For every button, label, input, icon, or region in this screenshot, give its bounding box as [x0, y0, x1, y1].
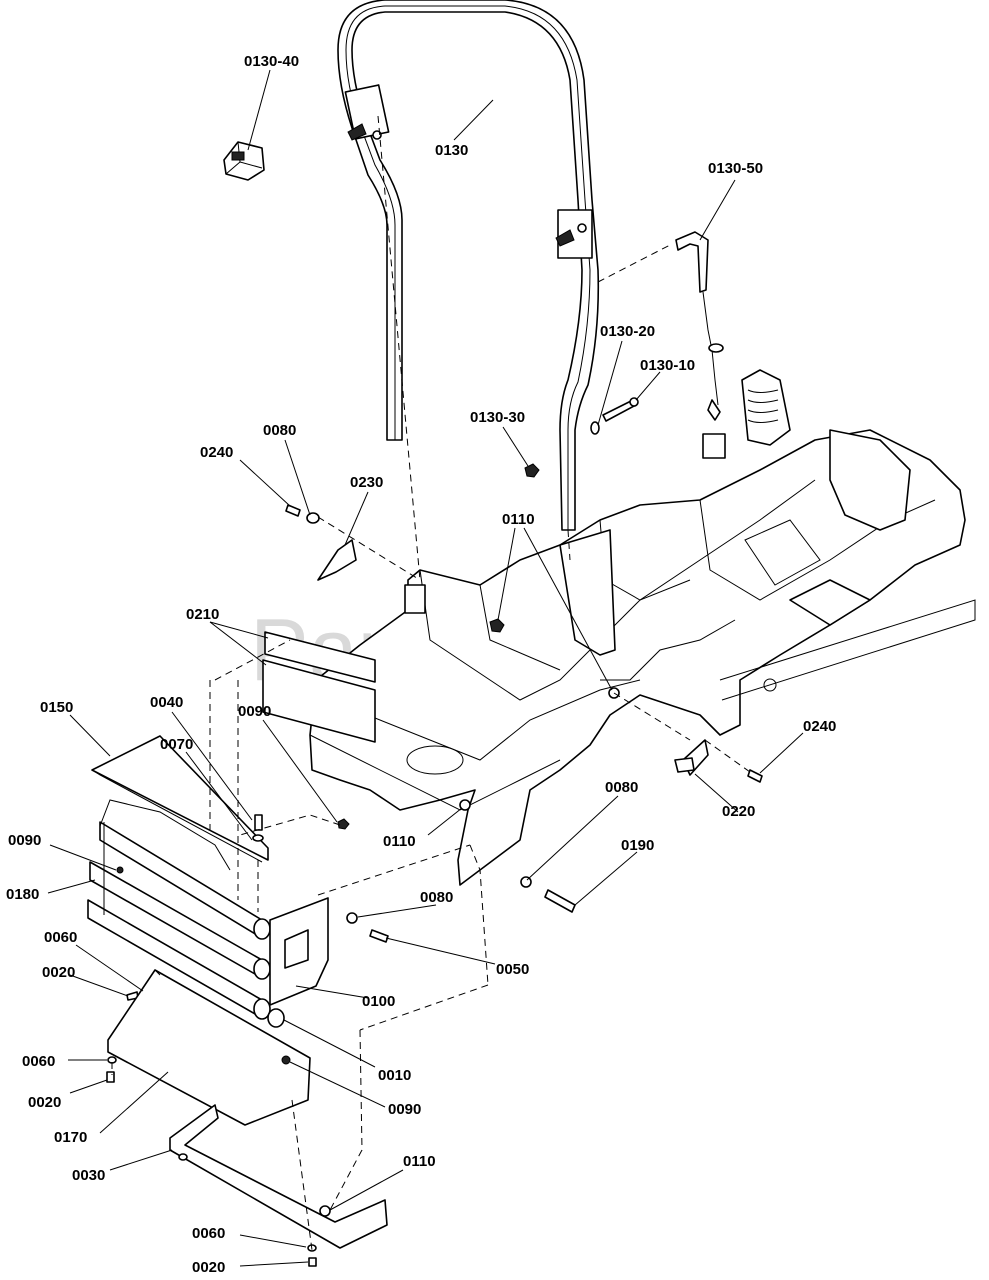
washer-0130-20 — [590, 421, 600, 435]
callout-0170: 0170 — [54, 1129, 87, 1146]
bracket-0220 — [674, 739, 709, 776]
callout-0100: 0100 — [362, 993, 395, 1010]
callout-0060-c: 0060 — [192, 1225, 225, 1242]
decals-0210 — [262, 631, 376, 743]
callout-0110-mid: 0110 — [383, 833, 416, 850]
pin-0130-10 — [602, 397, 639, 422]
bolt-0190 — [520, 876, 576, 913]
bolt-0240-left — [285, 504, 320, 524]
callout-0130-40: 0130-40 — [244, 53, 299, 70]
knob-0130-40 — [223, 141, 265, 181]
callout-0180: 0180 — [6, 886, 39, 903]
nut-0090-mid — [337, 818, 350, 830]
callout-0230: 0230 — [350, 474, 383, 491]
nut-0110-upper — [489, 618, 505, 633]
callout-0130-10: 0130-10 — [640, 357, 695, 374]
callout-0150: 0150 — [40, 699, 73, 716]
assembly-lines — [111, 115, 751, 1251]
callout-0090-left: 0090 — [8, 832, 41, 849]
callout-0220: 0220 — [722, 803, 755, 820]
callout-0080-mid: 0080 — [605, 779, 638, 796]
callout-0130-50: 0130-50 — [708, 160, 763, 177]
callout-0080-low: 0080 — [420, 889, 453, 906]
mount-plate-0170 — [107, 969, 311, 1126]
callout-0210: 0210 — [186, 606, 219, 623]
callout-0060-a: 0060 — [44, 929, 77, 946]
bolt-0040 — [252, 814, 264, 842]
nut-0090-bumper — [116, 866, 124, 874]
bumper-stop-0010 — [267, 1008, 285, 1028]
callout-0040: 0040 — [150, 694, 183, 711]
callout-0020-c: 0020 — [192, 1259, 225, 1276]
pin-0130-50 — [675, 231, 724, 421]
callout-0010: 0010 — [378, 1067, 411, 1084]
callout-0240-right: 0240 — [803, 718, 836, 735]
callout-0030: 0030 — [72, 1167, 105, 1184]
leader-lines — [47, 69, 804, 1267]
callout-labels: 0130-40 0130 0130-50 0130-20 0130-10 013… — [6, 53, 836, 1276]
side-plate-0100 — [269, 897, 329, 1006]
nut-0130-30 — [524, 463, 540, 478]
hardware-0020-0060-b — [106, 1056, 117, 1083]
callout-0110-low: 0110 — [403, 1153, 436, 1170]
lower-bracket-0030 — [169, 1104, 388, 1249]
nut-0110-mid — [459, 799, 471, 811]
callout-0050: 0050 — [496, 961, 529, 978]
bumper-0180 — [87, 799, 271, 1020]
bolt-0240-right — [747, 769, 763, 783]
callout-0190: 0190 — [621, 837, 654, 854]
callout-0090-low: 0090 — [388, 1101, 421, 1118]
callout-0110-top: 0110 — [502, 511, 535, 528]
roll-bar-0130 — [337, 0, 600, 531]
callout-0080-top: 0080 — [263, 422, 296, 439]
callout-0130-20: 0130-20 — [600, 323, 655, 340]
bracket-0230 — [317, 539, 357, 581]
callout-0130: 0130 — [435, 142, 468, 159]
callout-0070: 0070 — [160, 736, 193, 753]
bolt-0050 — [346, 912, 389, 943]
callout-0020-b: 0020 — [28, 1094, 61, 1111]
callout-0060-b: 0060 — [22, 1053, 55, 1070]
callout-0090-mid: 0090 — [238, 703, 271, 720]
bumper-cover-0150 — [91, 735, 269, 863]
mower-frame — [309, 369, 976, 886]
callout-0240-left: 0240 — [200, 444, 233, 461]
callout-0020-a: 0020 — [42, 964, 75, 981]
callout-0130-30: 0130-30 — [470, 409, 525, 426]
